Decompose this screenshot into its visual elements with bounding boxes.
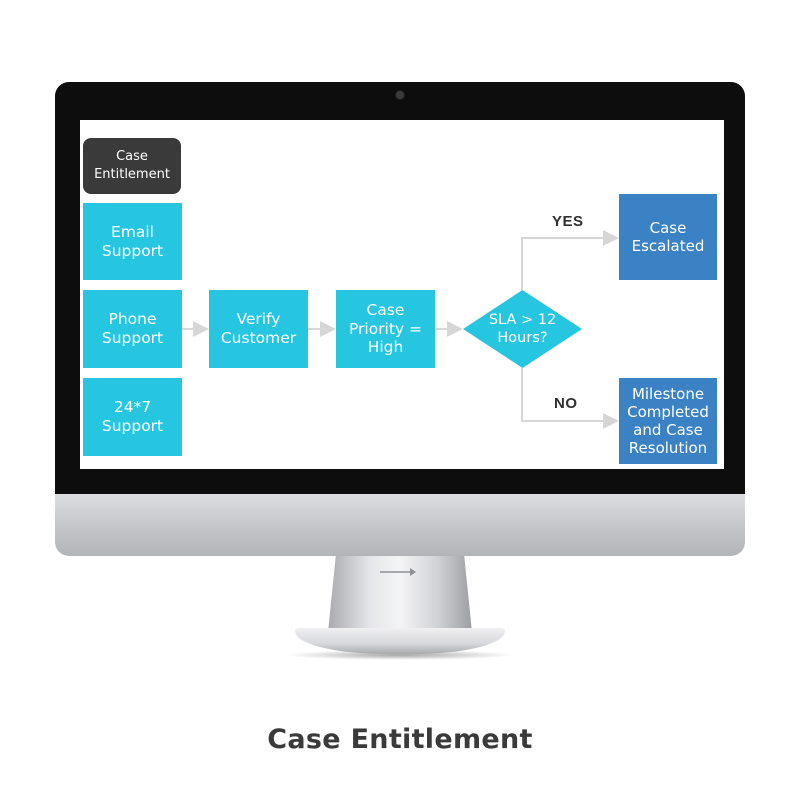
case-entitlement-header: Case Entitlement	[83, 138, 181, 194]
camera-icon	[396, 91, 404, 99]
sla-decision-diamond	[463, 290, 582, 368]
verify-customer-box: Verify Customer	[209, 290, 308, 368]
sla-decision-label: SLA > 12 Hours?	[488, 311, 557, 346]
monitor-chin	[55, 494, 745, 556]
milestone-completed-box: Milestone Completed and Case Resolution	[619, 378, 717, 464]
case-escalated-box: Case Escalated	[619, 194, 717, 280]
247-support-box: 24*7 Support	[83, 378, 182, 456]
monitor-stand	[327, 556, 473, 642]
no-label: NO	[554, 395, 578, 412]
phone-support-box: Phone Support	[83, 290, 182, 368]
email-support-box: Email Support	[83, 203, 182, 280]
monitor-base	[295, 628, 505, 654]
yes-label: YES	[552, 213, 584, 230]
flow-connectors	[182, 230, 619, 429]
monitor-screen: Case Entitlement Email Support Phone Sup…	[80, 120, 724, 469]
arrow-right-icon	[380, 568, 416, 576]
page-title: Case Entitlement	[267, 724, 533, 755]
arrow-no-branch	[521, 368, 619, 429]
arrow-yes-branch	[521, 230, 619, 290]
stand-shadow	[285, 650, 515, 660]
case-priority-box: Case Priority = High	[336, 290, 435, 368]
